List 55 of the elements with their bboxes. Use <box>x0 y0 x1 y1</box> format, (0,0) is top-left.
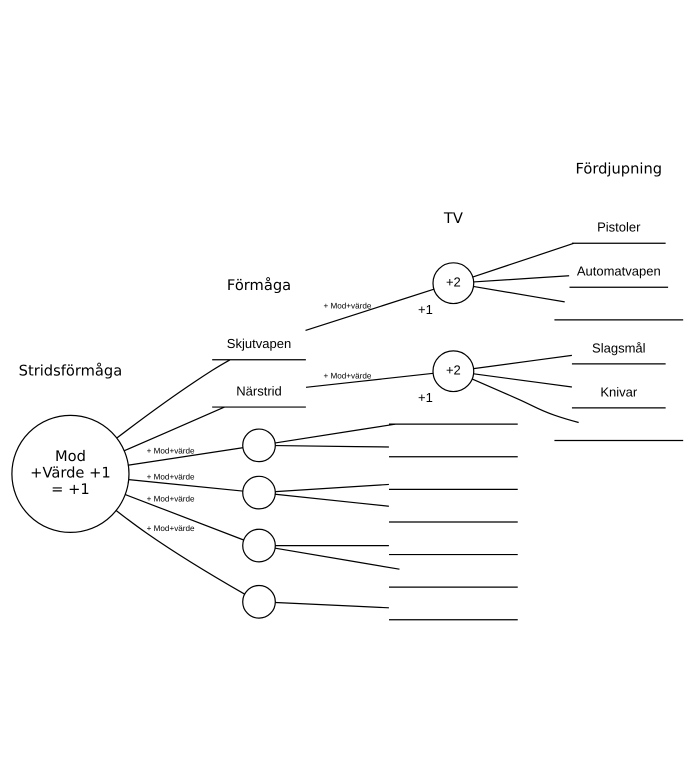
node-text: Slagsmål <box>592 340 646 356</box>
connector <box>472 378 579 424</box>
label: Förmåga <box>226 277 292 294</box>
node-text: Närstrid <box>236 383 282 398</box>
node-text: Skjutvapen <box>226 336 292 352</box>
node-circle: Mod +Värde +1 = +1 <box>11 414 130 534</box>
connector <box>474 373 572 388</box>
connector <box>128 479 243 492</box>
connector <box>276 602 389 608</box>
node-line <box>389 554 518 556</box>
node-line <box>389 456 518 458</box>
connector <box>275 424 396 444</box>
connector <box>276 544 389 546</box>
node-circle <box>242 428 276 462</box>
node-circle <box>242 476 276 510</box>
connector <box>124 406 225 452</box>
edge-label: + Mod+värde <box>323 301 372 310</box>
connector <box>275 494 389 507</box>
node-text: Knivar <box>600 384 638 400</box>
node-line <box>389 424 518 425</box>
connector <box>305 288 434 332</box>
node-text: Automatvapen <box>576 264 661 279</box>
node-line <box>554 440 684 442</box>
label: Stridsförmåga <box>18 362 122 380</box>
connector <box>474 354 572 370</box>
label: TV <box>444 210 463 228</box>
connector <box>125 494 244 541</box>
node-circle: +2 <box>432 262 474 304</box>
edge-label: + Mod+värde <box>146 524 195 533</box>
node-label: +1 <box>418 390 433 405</box>
connector <box>276 444 389 448</box>
connector <box>474 275 570 283</box>
node-line <box>389 586 518 588</box>
connector <box>306 372 434 388</box>
node-circle <box>242 528 276 562</box>
edge-label: + Mod+värde <box>146 446 195 456</box>
node-circle: +2 <box>432 350 474 392</box>
node-line <box>554 319 684 320</box>
connector <box>473 286 565 302</box>
edge-label: + Mod+värde <box>323 372 372 381</box>
connector <box>275 548 400 570</box>
connector <box>472 242 574 278</box>
label: Fördjupning <box>576 160 662 178</box>
node-label: +1 <box>418 302 433 317</box>
node-line <box>389 521 518 523</box>
edge-label: + Mod+värde <box>146 472 195 482</box>
node-line <box>389 488 518 490</box>
connector <box>276 484 389 492</box>
edge-label: + Mod+värde <box>146 494 195 504</box>
node-text: Pistoler <box>597 220 640 235</box>
connector <box>116 510 245 595</box>
node-line <box>389 619 518 620</box>
connector <box>128 447 243 466</box>
connector <box>116 359 230 439</box>
node-circle <box>242 584 276 619</box>
